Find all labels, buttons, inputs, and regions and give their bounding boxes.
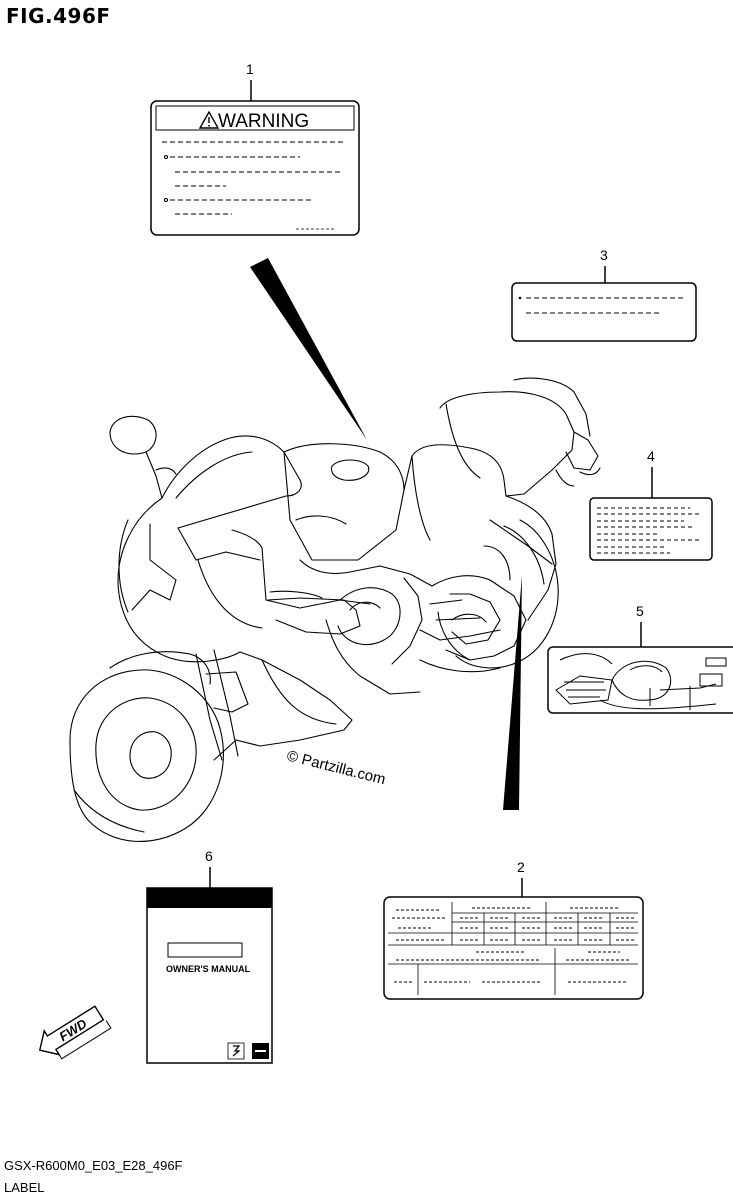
callout-2[interactable]: 2 bbox=[517, 859, 525, 897]
callout-number-6: 6 bbox=[205, 848, 213, 864]
svg-text:© Partzilla.com: © Partzilla.com bbox=[285, 747, 387, 788]
suzuki-logo-icon bbox=[227, 1042, 245, 1060]
callout-6[interactable]: 6 bbox=[205, 848, 213, 888]
warning-heading: WARNING bbox=[218, 111, 309, 132]
callout-4[interactable]: 4 bbox=[647, 448, 655, 498]
callout-number-4: 4 bbox=[647, 448, 655, 464]
warning-label[interactable]: WARNING bbox=[150, 100, 360, 236]
warning-triangle-icon bbox=[198, 110, 220, 129]
callout-number-2: 2 bbox=[517, 859, 525, 875]
label-3[interactable] bbox=[511, 282, 697, 342]
figure-name: LABEL bbox=[4, 1180, 45, 1195]
callout-5[interactable]: 5 bbox=[636, 603, 644, 647]
watermark: © Partzilla.com bbox=[285, 747, 387, 788]
warning-text-lines bbox=[162, 141, 346, 215]
callout-number-3: 3 bbox=[600, 247, 608, 263]
hose-routing-drawing bbox=[555, 653, 727, 710]
callout-1[interactable]: 1 bbox=[246, 61, 254, 101]
label-4[interactable] bbox=[589, 497, 713, 561]
callout-number-5: 5 bbox=[636, 603, 644, 619]
label-diagram: 1 WARNING 3 bbox=[38, 61, 733, 1064]
figure-code: GSX-R600M0_E03_E28_496F bbox=[4, 1158, 183, 1173]
label-2[interactable] bbox=[383, 896, 644, 1000]
figure-title: FIG.496F bbox=[6, 4, 111, 28]
motorcycle-outline bbox=[69, 377, 601, 842]
callout-3[interactable]: 3 bbox=[600, 247, 608, 283]
manual-title: OWNER'S MANUAL bbox=[166, 964, 251, 974]
leader-wedge-2 bbox=[503, 575, 522, 810]
fwd-arrow-icon: FWD bbox=[38, 1005, 112, 1060]
label-5[interactable] bbox=[547, 646, 733, 714]
owners-manual[interactable]: OWNER'S MANUAL bbox=[146, 887, 273, 1064]
callout-number-1: 1 bbox=[246, 61, 254, 77]
leader-wedge-1 bbox=[250, 258, 367, 440]
